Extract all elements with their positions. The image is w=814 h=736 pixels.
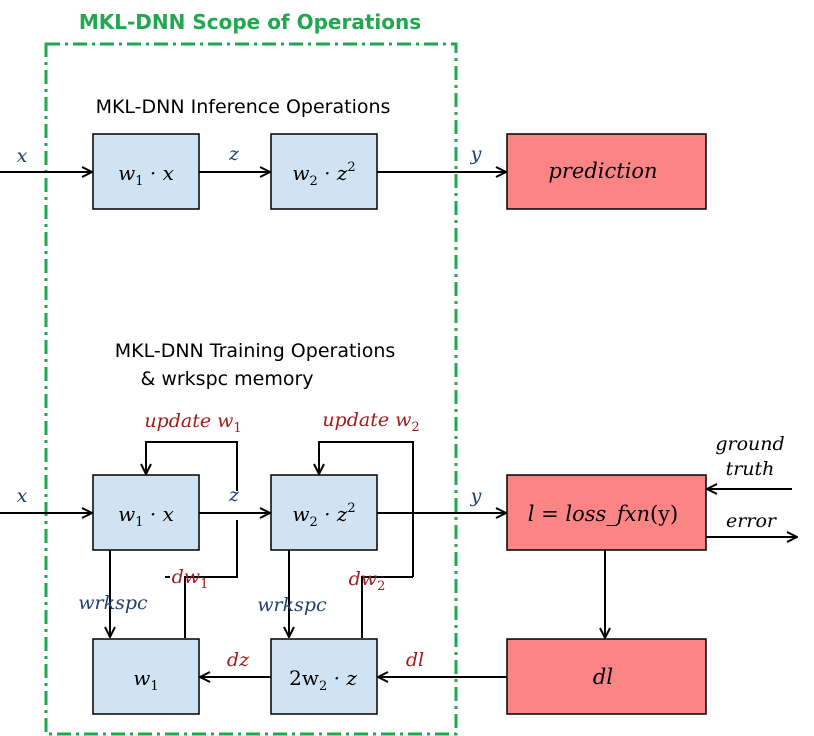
ground-truth-label-line2: truth: [726, 458, 775, 480]
training-input-label: x: [17, 485, 28, 507]
update-w1-label: update w1: [144, 410, 241, 436]
wrkspc-right-label: wrkspc: [257, 594, 327, 616]
training-box-w2z2-label: w2 · z2: [292, 501, 355, 530]
ground-truth-label-line1: ground: [715, 433, 784, 455]
dw2-label: dw2: [349, 568, 386, 594]
update-w1-loop: [146, 441, 238, 491]
prediction-label: prediction: [548, 159, 657, 183]
training-heading-line2: & wrkspc memory: [140, 368, 313, 390]
dz-label: dz: [227, 649, 250, 671]
grad-box-label: 2w2 · z: [289, 666, 357, 694]
inference-heading: MKL-DNN Inference Operations: [96, 96, 391, 118]
inference-box-w2z2-label: w2 · z2: [292, 160, 355, 189]
scope-boundary: [44, 42, 458, 736]
w1-box: [92, 638, 200, 715]
dw1-line: [184, 520, 238, 638]
dl-box-label: dl: [593, 665, 613, 689]
inference-input-label: x: [17, 145, 28, 167]
error-label: error: [726, 510, 778, 532]
training-heading-line1: MKL-DNN Training Operations: [115, 340, 396, 362]
update-w2-loop: [319, 441, 414, 577]
training-box-w1x: [92, 474, 200, 551]
training-box-w2z2: [270, 474, 378, 551]
loss-label: l = loss_fxn(y): [528, 502, 678, 526]
dl-box: [506, 638, 707, 715]
training-output-label: y: [470, 485, 482, 507]
training-mid-label: z: [228, 484, 240, 506]
dw1-label: dw1: [172, 566, 209, 592]
inference-mid-label: z: [228, 143, 240, 165]
inference-box-w2z2: [270, 133, 378, 210]
inference-output-label: y: [470, 143, 482, 165]
dl-edge-label: dl: [406, 649, 424, 671]
wrkspc-left-label: wrkspc: [78, 592, 148, 614]
prediction-box: [506, 133, 707, 210]
w1-box-label: w1: [133, 666, 158, 694]
scope-title: MKL-DNN Scope of Operations: [79, 10, 421, 34]
update-w2-label: update w2: [322, 409, 419, 435]
inference-box-w1x-label: w1 · x: [118, 161, 174, 189]
dw2-line: [361, 576, 413, 638]
loss-box: [506, 474, 707, 551]
grad-box: [270, 638, 378, 715]
training-box-w1x-label: w1 · x: [118, 502, 174, 530]
